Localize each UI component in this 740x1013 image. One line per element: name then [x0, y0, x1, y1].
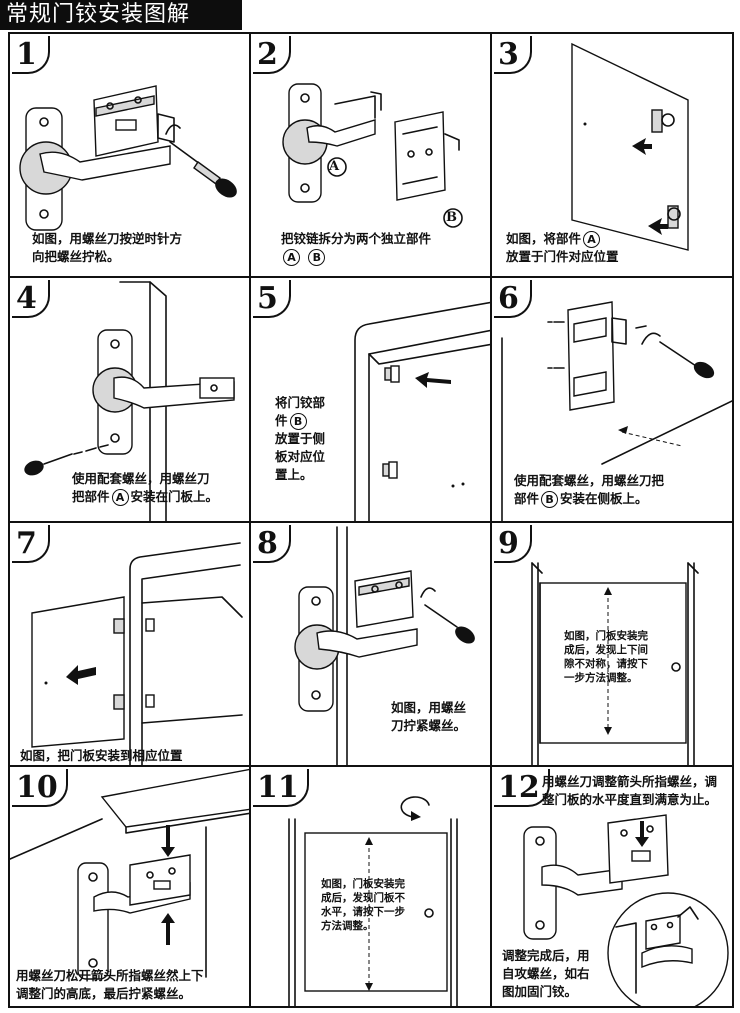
step-4-caption-rest: 安装在门板上。	[130, 489, 219, 504]
title-background	[0, 0, 242, 30]
step-7-caption-line1: 如图，把门板安装到相应位置	[20, 748, 183, 763]
step-9-line1: 如图，门板安装完	[564, 630, 648, 642]
step-1-hinge-illustration	[19, 85, 237, 231]
step-9-panel: 9 如图，门板安装完 成后，发现上下间 隙不对称，请按下 一步方法调整。	[490, 521, 734, 767]
step-11-line1: 如图，门板安装完	[321, 878, 405, 890]
step-3-number: 3	[494, 36, 532, 74]
step-7-install-door-illustration	[31, 542, 243, 765]
step-6-caption-rest: 安装在侧板上。	[560, 491, 648, 506]
step-1-caption-line2: 向把螺丝拧松。	[32, 249, 120, 264]
step-12-number: 12	[494, 769, 550, 807]
step-6-caption-line1: 使用配套螺丝，用螺丝刀把	[514, 473, 665, 488]
step-12-line2: 自攻螺丝，如右	[502, 966, 590, 981]
step-12-line3: 图加固门铰。	[502, 984, 578, 999]
step-11-number: 11	[253, 769, 309, 807]
step-6-number: 6	[494, 280, 532, 318]
step-12-level-adjust-illustration	[523, 814, 729, 1006]
step-11-level-check-illustration	[288, 796, 458, 1006]
step-11-line2: 成后，发现门板不	[321, 892, 405, 904]
step-12-panel: 12 用螺丝刀调整箭头所指螺丝，调 整门板的水平度直到满意为止。 调整完成后，用…	[490, 765, 734, 1008]
step-12-caption-line2: 整门板的水平度直到满意为止。	[542, 792, 718, 807]
step-2-panel: 2 A B 把铰链拆分为两个独立部件 A B	[249, 32, 492, 278]
step-10-panel: 10 用螺丝刀松开箭头所指螺丝然上下 调整门的高底，最后拧紧螺丝。	[8, 765, 251, 1008]
step-10-number: 10	[12, 769, 68, 807]
step-5-line4: 板对应位	[275, 449, 326, 464]
step-5-number: 5	[253, 280, 291, 318]
step-10-caption-line1: 用螺丝刀松开箭头所指螺丝然上下	[16, 968, 204, 983]
step-4-mount-part-a-illustration	[24, 281, 235, 521]
step-11-line4: 方法调整。	[321, 920, 374, 932]
step-2-caption-line2: A B	[281, 248, 327, 266]
step-10-caption-line2: 调整门的高底，最后拧紧螺丝。	[16, 986, 192, 1001]
step-9-line3: 隙不对称，请按下	[564, 658, 648, 670]
step-2-hinge-parts-illustration	[282, 83, 463, 228]
step-12-caption-line1: 用螺丝刀调整箭头所指螺丝，调	[542, 774, 718, 789]
step-11-panel: 11 如图，门板安装完 成后，发现门板不 水平，请按下一步 方法调整。	[249, 765, 492, 1008]
step-9-line2: 成后，发现上下间	[564, 644, 648, 656]
step-4-caption-part: 把部件	[72, 489, 110, 504]
step-2-caption-line1: 把铰链拆分为两个独立部件	[281, 231, 432, 246]
step-8-panel: 8 如图，用螺丝 刀拧紧螺丝。	[249, 521, 492, 767]
step-3-caption-line2: 放置于门件对应位置	[506, 249, 619, 264]
step-10-height-adjust-illustration	[10, 768, 249, 980]
step-5-line2-text: 件	[275, 413, 288, 428]
step-5-side-panel-illustration	[354, 301, 490, 521]
step-4-caption-line1: 使用配套螺丝，用螺丝刀	[72, 471, 210, 486]
title-bar: 常规门铰安装图解	[0, 0, 740, 30]
step-11-line3: 水平，请按下一步	[321, 906, 405, 918]
part-b-badge: B	[308, 249, 326, 266]
part-b-badge: B	[541, 491, 559, 508]
part-b-badge: B	[289, 413, 307, 430]
step-9-gap-check-illustration	[531, 562, 699, 765]
part-a-badge: A	[283, 249, 300, 266]
step-5-line5: 置上。	[275, 467, 313, 482]
step-1-caption-line1: 如图，用螺丝刀按逆时针方	[32, 231, 183, 246]
steps-grid: 1 如图，用螺丝刀按逆时针方 向把螺丝拧松。 2	[8, 32, 734, 1008]
step-3-door-panel-illustration	[571, 42, 689, 251]
step-9-line4: 一步方法调整。	[564, 672, 638, 684]
step-12-line1: 调整完成后，用	[502, 948, 590, 963]
step-2-badge-b: B	[446, 210, 457, 225]
step-8-caption-line1: 如图，用螺丝	[391, 700, 467, 715]
step-8-tighten-screw-illustration	[294, 526, 475, 765]
step-8-number: 8	[253, 525, 291, 563]
step-7-panel: 7 如图，把门板安装到相应位置	[8, 521, 251, 767]
step-5-line1: 将门铰部	[275, 395, 326, 410]
step-6-mount-part-b-illustration	[501, 301, 732, 521]
page-title: 常规门铰安装图解	[6, 2, 191, 27]
step-1-panel: 1 如图，用螺丝刀按逆时针方 向把螺丝拧松。	[8, 32, 251, 278]
part-a-badge: A	[583, 231, 601, 248]
step-5-line3: 放置于侧	[275, 431, 326, 446]
step-6-caption-part: 部件	[514, 491, 540, 506]
step-8-caption-line2: 刀拧紧螺丝。	[391, 718, 467, 733]
step-2-badge-a: A	[329, 159, 340, 174]
part-a-badge: A	[111, 489, 129, 506]
step-3-caption-text: 如图，将部件	[506, 231, 582, 246]
